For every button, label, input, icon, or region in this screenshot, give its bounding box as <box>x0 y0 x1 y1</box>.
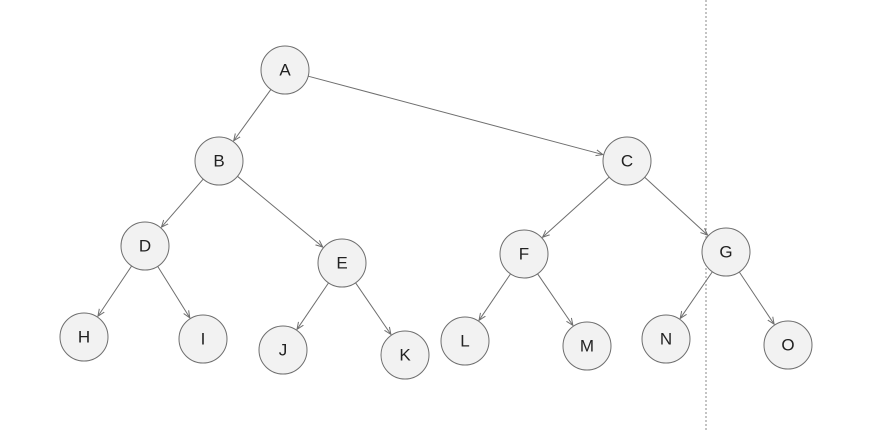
node-i: I <box>178 314 228 364</box>
node-circle <box>178 314 228 364</box>
node-label: O <box>781 336 794 355</box>
node-l: L <box>440 316 490 366</box>
node-circle <box>641 314 691 364</box>
node-k: K <box>380 330 430 380</box>
node-circle <box>258 325 308 375</box>
node-label: B <box>213 152 224 171</box>
node-circle <box>260 45 310 95</box>
node-label: K <box>399 346 411 365</box>
node-label: F <box>519 245 529 264</box>
node-e: E <box>317 238 367 288</box>
node-j: J <box>258 325 308 375</box>
edge-e-k <box>355 282 391 335</box>
node-label: H <box>78 328 90 347</box>
node-label: D <box>139 237 151 256</box>
node-circle <box>380 330 430 380</box>
node-label: M <box>580 337 594 356</box>
node-m: M <box>562 321 612 371</box>
edge-g-o <box>738 271 774 324</box>
edge-a-c <box>308 75 603 154</box>
node-label: A <box>279 61 291 80</box>
nodes-layer: A B C D E F G H I J K L M N O <box>59 45 813 380</box>
node-circle <box>59 312 109 362</box>
node-circle <box>440 316 490 366</box>
node-circle <box>701 227 751 277</box>
node-n: N <box>641 314 691 364</box>
node-circle <box>317 238 367 288</box>
node-b: B <box>194 136 244 186</box>
node-h: H <box>59 312 109 362</box>
node-circle <box>194 136 244 186</box>
node-label: J <box>279 341 288 360</box>
edge-e-j <box>297 282 329 329</box>
node-circle <box>763 320 813 370</box>
edge-a-b <box>234 89 272 140</box>
node-a: A <box>260 45 310 95</box>
node-o: O <box>763 320 813 370</box>
edges-layer <box>98 75 774 335</box>
node-circle <box>499 229 549 279</box>
node-circle <box>562 321 612 371</box>
edge-b-e <box>237 175 322 247</box>
node-c: C <box>602 136 652 186</box>
node-label: I <box>201 330 206 349</box>
node-d: D <box>120 221 170 271</box>
node-circle <box>602 136 652 186</box>
edge-c-f <box>543 176 610 237</box>
edge-d-i <box>157 266 190 317</box>
node-f: F <box>499 229 549 279</box>
edge-b-d <box>161 178 204 227</box>
node-label: C <box>621 152 633 171</box>
edge-c-g <box>644 176 708 235</box>
node-circle <box>120 221 170 271</box>
edge-f-l <box>479 273 511 320</box>
node-label: L <box>460 332 469 351</box>
node-label: E <box>336 254 347 273</box>
edge-g-n <box>680 271 713 319</box>
edge-f-m <box>537 273 573 326</box>
node-g: G <box>701 227 751 277</box>
edge-d-h <box>98 265 133 316</box>
node-label: G <box>719 243 732 262</box>
node-label: N <box>660 330 672 349</box>
